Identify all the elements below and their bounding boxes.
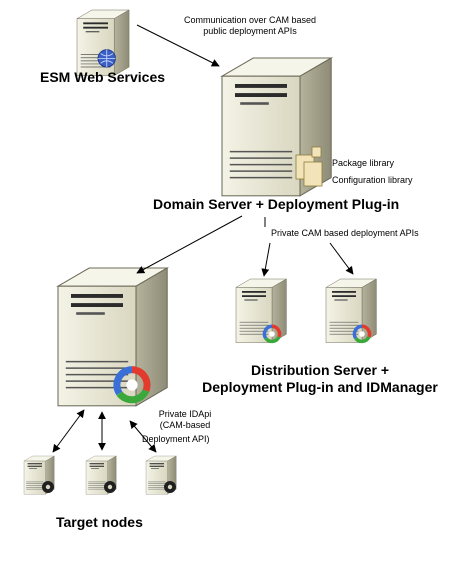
communication-label: Communication over CAM based public depl…: [150, 15, 350, 37]
arrow-esm-to-domain: [136, 24, 220, 67]
deployment-api-label: Deployment API): [142, 434, 210, 444]
target-server-icon: [57, 267, 168, 407]
domain-server-label: Domain Server + Deployment Plug-in: [153, 196, 400, 212]
arrow-target-node-3: [129, 420, 157, 453]
private-cam-apis-label: Private CAM based deployment APIs: [271, 228, 419, 238]
esm-web-services-label: ESM Web Services: [40, 69, 166, 85]
arrow-domain-to-distribution-2: [329, 242, 354, 275]
target-nodes-label: Target nodes: [56, 514, 143, 530]
arrow-domain-to-distribution-1: [261, 242, 271, 277]
gear-icon: [104, 481, 116, 493]
communication-label-line2: public deployment APIs: [203, 26, 297, 36]
communication-label-line1: Communication over CAM based: [183, 15, 317, 25]
configuration-library-label: Configuration library: [332, 175, 413, 185]
distribution-server-label: Distribution Server + Deployment Plug-in…: [200, 362, 440, 396]
library-folders-icon: [295, 146, 323, 187]
arrow-domain-to-target: [136, 215, 243, 274]
distribution-label-line2: Deployment Plug-in and IDManager: [202, 379, 438, 395]
private-idapi-line1: Private IDApi: [158, 409, 212, 419]
arrow-target-node-1: [52, 409, 85, 453]
gear-icon: [42, 481, 54, 493]
private-idapi-label: Private IDApi (CAM-based: [151, 409, 219, 431]
private-idapi-line2: (CAM-based: [159, 420, 211, 430]
distribution-label-line1: Distribution Server +: [250, 362, 390, 378]
esm-server-icon: [76, 9, 130, 77]
gear-icon: [164, 481, 176, 493]
package-library-label: Package library: [332, 158, 395, 168]
